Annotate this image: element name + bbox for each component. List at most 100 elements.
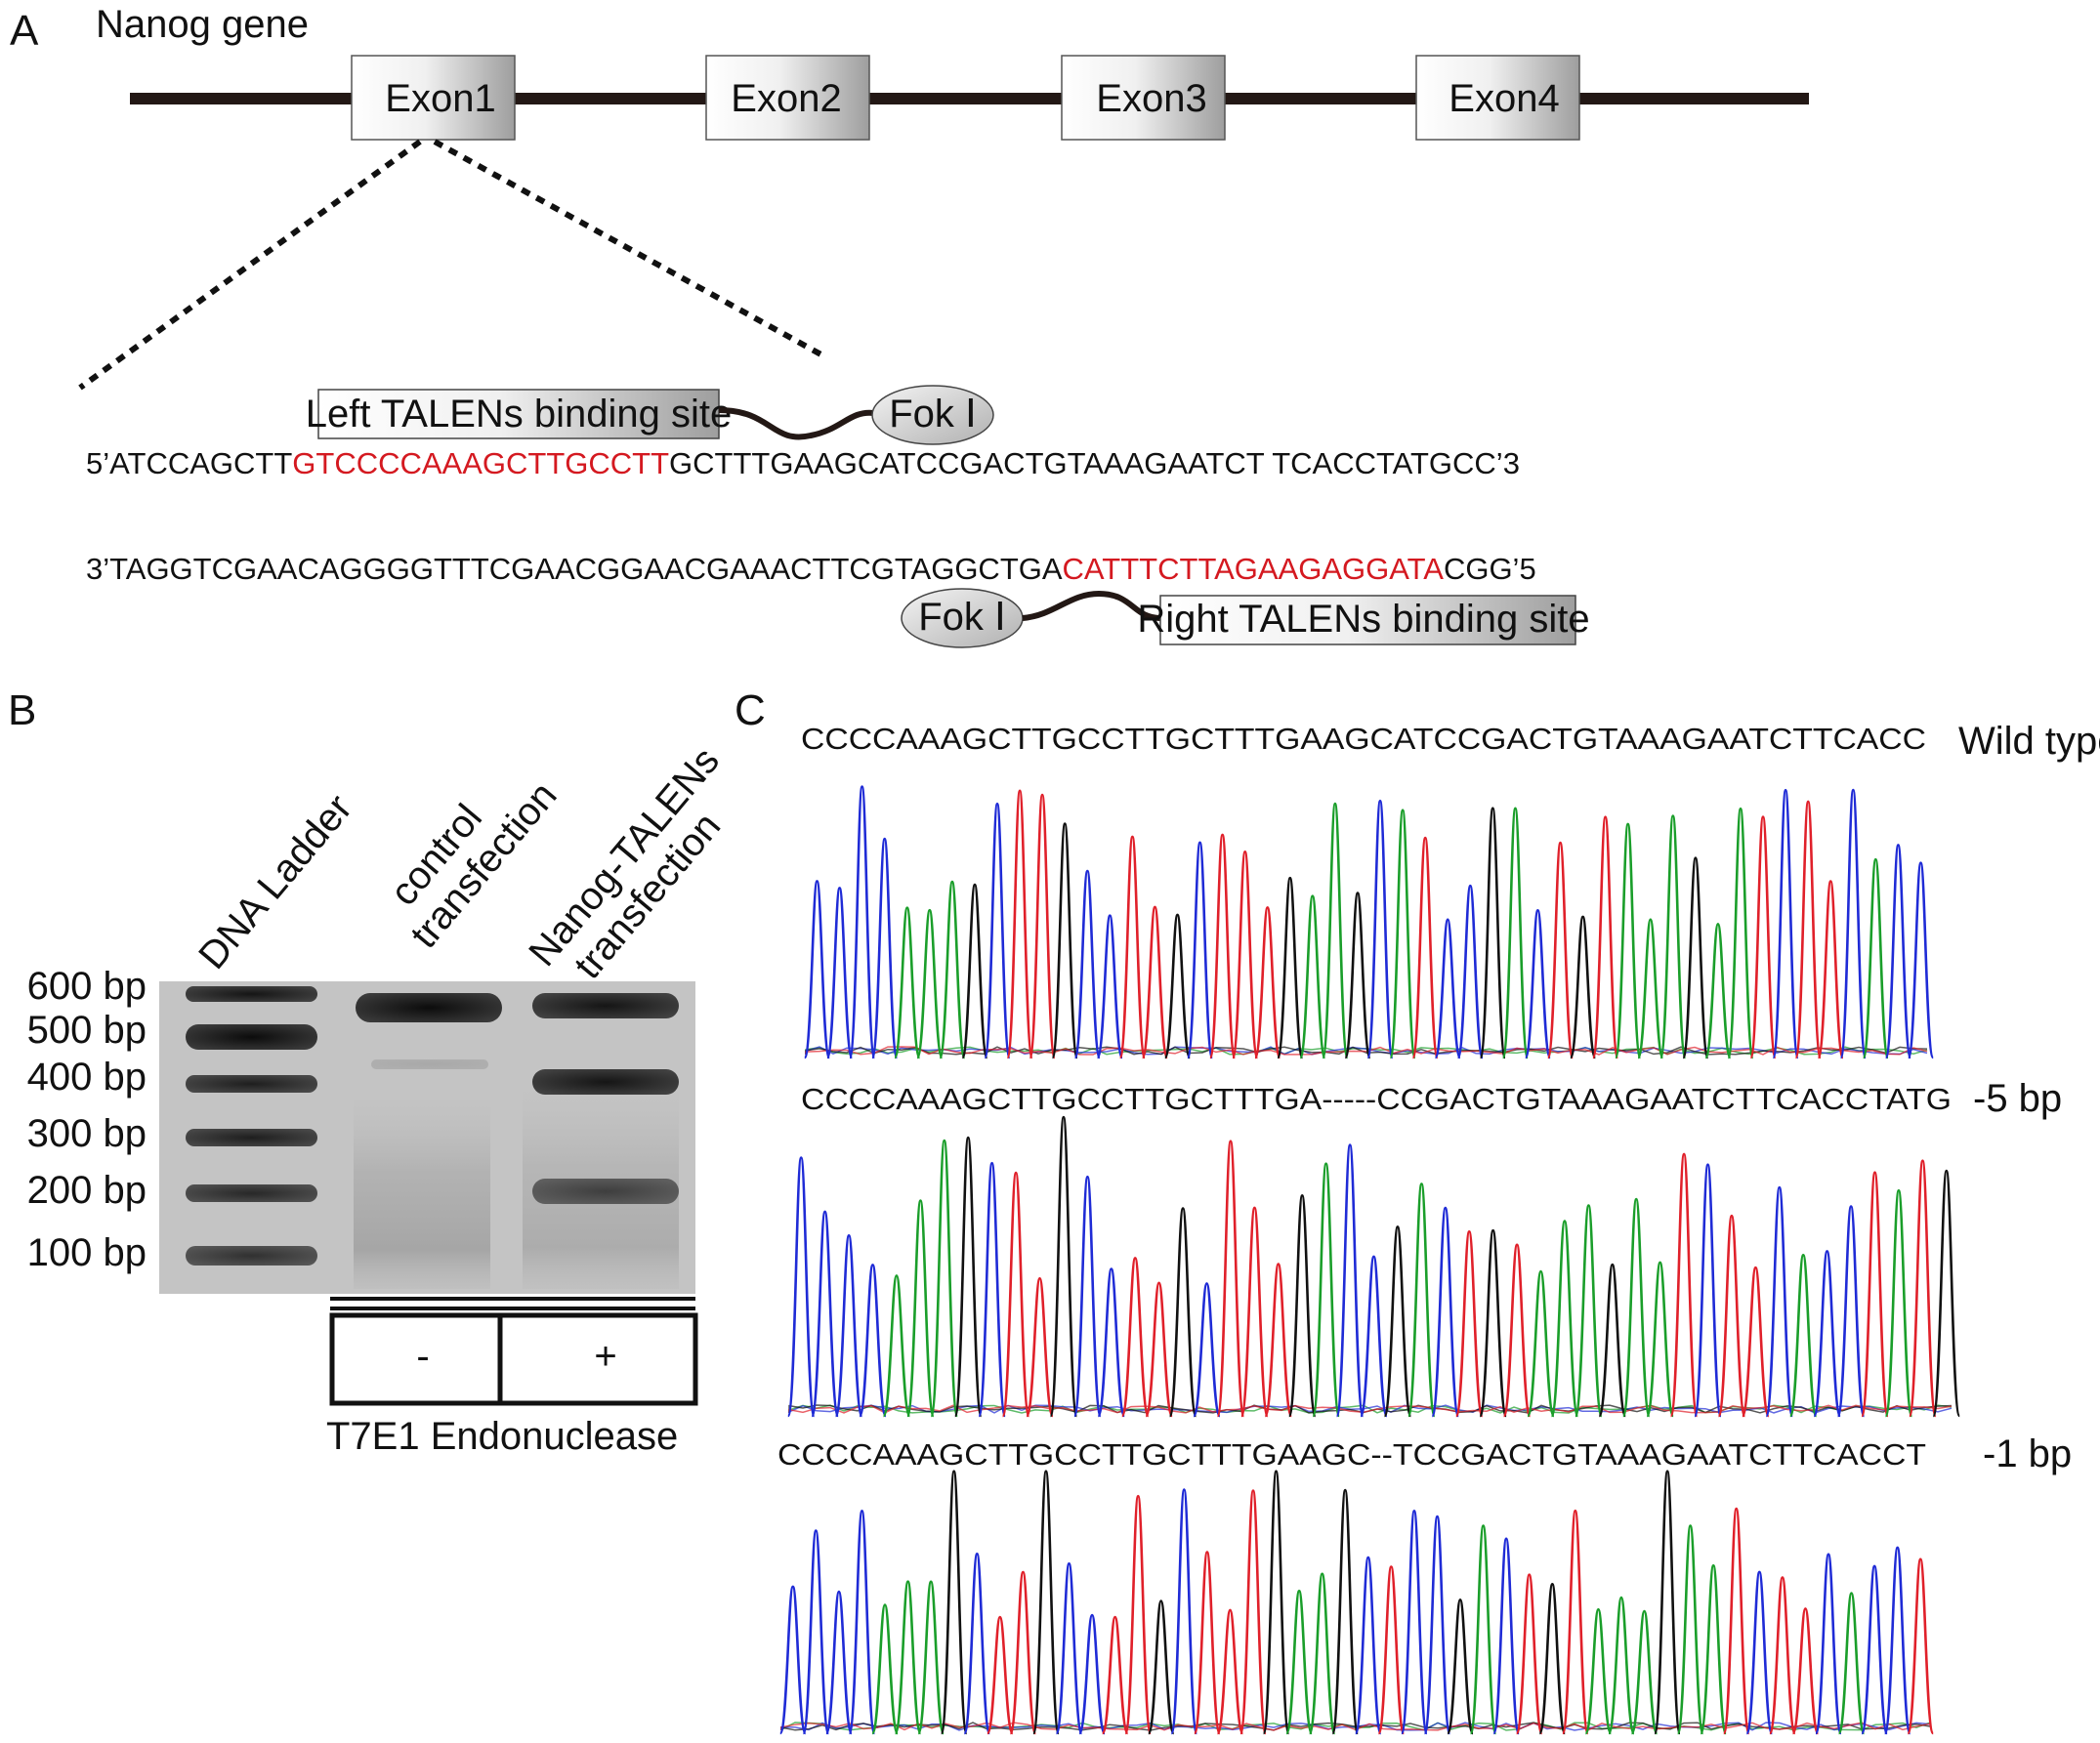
chromatogram-peak-T [1216, 1608, 1244, 1735]
chromatogram-peak-C [1170, 1488, 1198, 1735]
chromatogram-peak-T [1208, 833, 1237, 1059]
chromatogram-peak-A [1284, 1589, 1314, 1735]
right-talen-label: Right TALENs binding site [1137, 598, 1589, 641]
chromatogram-peak-C [803, 880, 831, 1059]
trace-1-chromatogram [803, 785, 1935, 1059]
chromatogram-peak-T [1029, 793, 1057, 1059]
fok-right-label: Fok Ⅰ [918, 596, 1006, 639]
lane-label-ladder: DNA Ladder [190, 787, 360, 977]
chromatogram-peak-C [1431, 1206, 1460, 1418]
chromatogram-peak-T [1749, 815, 1777, 1059]
chromatogram-peak-G [1478, 1228, 1508, 1418]
chromatogram-peak-C [1491, 1537, 1521, 1735]
chromatogram-peak-C [1772, 788, 1800, 1059]
chromatogram-peak-G [1538, 1582, 1567, 1735]
chromatogram-peak-G [1598, 1263, 1627, 1418]
chromatogram-peak-T [1561, 1509, 1590, 1735]
chromatogram-peak-A [1636, 918, 1664, 1059]
chromatogram-peak-C [1456, 884, 1485, 1059]
chromatogram-peak-A [1676, 1524, 1704, 1735]
panel-a: A Nanog gene Exon1 Exon2 Exon3 Exon4 Lef… [10, 3, 1809, 648]
exon-3-label: Exon3 [1096, 77, 1206, 120]
chromatogram-peak-T [1123, 1494, 1153, 1735]
chromatogram-peak-A [1574, 1204, 1604, 1418]
chromatogram-peak-C [870, 837, 899, 1059]
chromatogram-peak-T [1001, 1171, 1030, 1418]
ladder-500: 500 bp [27, 1009, 147, 1052]
chromatogram-peak-A [938, 880, 966, 1059]
chromatogram-peak-A [1659, 814, 1687, 1059]
chromatogram-peak-T [1794, 800, 1823, 1059]
trace-3-chromatogram [778, 1470, 1935, 1735]
ladder-100: 100 bp [27, 1231, 147, 1274]
chromatogram-peak-C [824, 1590, 854, 1735]
chromatogram-peak-C [1524, 908, 1552, 1059]
enzyme-label: T7E1 Endonuclease [326, 1415, 678, 1458]
chromatogram-baseline [805, 1046, 1928, 1056]
fok-left-label: Fok Ⅰ [889, 393, 977, 436]
panel-a-letter: A [10, 7, 39, 55]
chromatogram-peak-C [1097, 1267, 1126, 1418]
seq-top-suffix: GCTTTGAAGCATCCGACTGTAAAGAATCT TCACCTATGC… [669, 446, 1520, 480]
chromatogram-peak-C [1434, 918, 1462, 1059]
chromatogram-peak-T [1231, 850, 1259, 1059]
chromatogram-peak-C [810, 1210, 840, 1418]
chromatogram-peak-G [1344, 892, 1371, 1059]
chromatogram-peak-A [1308, 1572, 1336, 1735]
trace-1-label: Wild type [1958, 720, 2100, 763]
gel-band [186, 986, 317, 1002]
chromatogram-peak-G [961, 883, 988, 1059]
trace-3-label: -1 bp [1983, 1432, 2072, 1475]
chromatogram-peak-C [963, 1552, 991, 1735]
gel-band [371, 1059, 488, 1069]
chromatogram-peak-A [1550, 1220, 1579, 1418]
chromatogram-peak-G [953, 1136, 983, 1418]
chromatogram-peak-C [1812, 1250, 1842, 1418]
exon-4: Exon4 [1415, 55, 1580, 141]
chromatogram-peak-A [1630, 1609, 1659, 1735]
chromatogram-peak-C [984, 802, 1011, 1059]
chromatogram-peak-C [1192, 1282, 1222, 1418]
right-talen: Fok Ⅰ Right TALENs binding site [901, 588, 1590, 648]
chromatogram-peak-A [1607, 1596, 1636, 1735]
chromatogram-peak-A [1298, 894, 1326, 1059]
chromatogram-peak-T [1141, 905, 1169, 1059]
panel-c: C CCCCAAAGCTTGCCTTGCTTTGAAGCATCCGACTGTAA… [735, 686, 2100, 1735]
left-linker [718, 407, 875, 440]
gel-band [186, 1075, 317, 1093]
gel-band [186, 1024, 317, 1050]
chromatogram-peak-C [1366, 799, 1394, 1059]
chromatogram-peak-T [1239, 1206, 1270, 1418]
chromatogram-peak-T [1791, 1607, 1820, 1735]
seq-top-prefix: 5’ATCCAGCTT [86, 446, 292, 480]
exon-1-label: Exon1 [385, 77, 495, 120]
chromatogram-peak-C [834, 1233, 863, 1418]
chromatogram-peak-C [1693, 1163, 1723, 1418]
chromatogram-peak-T [1411, 836, 1440, 1059]
chromatogram-peak-C [1077, 1613, 1107, 1735]
chromatogram-peak-A [870, 1603, 900, 1735]
trace-3-sequence: CCCCAAAGCTTGCCTTGCTTTGAAGC--TCCGACTGTAAA… [777, 1437, 1926, 1472]
gene-label: Nanog gene [96, 3, 309, 46]
left-talen-label: Left TALENs binding site [306, 393, 733, 436]
chromatogram-peak-T [1006, 789, 1034, 1059]
chromatogram-peak-G [1932, 1169, 1961, 1418]
chromatogram-peak-T [1515, 1573, 1543, 1735]
seq-bottom-red: CATTTCTTAGAAGAGGATA [1063, 552, 1445, 586]
chromatogram-peak-C [848, 1509, 876, 1735]
chromatogram-peak-C [1354, 1556, 1382, 1735]
chromatogram-peak-T [1722, 1507, 1750, 1735]
right-linker [1022, 590, 1161, 621]
chromatogram-peak-A [1621, 1197, 1651, 1418]
seq-bottom-prefix: 3’TAGGTCGAACAGGGGTTTCGAACGGAACGAAACTTCGT… [86, 552, 1063, 586]
gel-band [532, 1069, 679, 1095]
exon-3: Exon3 [1061, 55, 1226, 141]
chromatogram-peak-A [1407, 1183, 1437, 1418]
trace-2-label: -5 bp [1973, 1077, 2062, 1120]
chromatogram-peak-G [1262, 1470, 1290, 1735]
chromatogram-baseline [788, 1404, 1953, 1414]
trace-2-chromatogram [786, 1115, 1961, 1418]
chromatogram-peak-G [1479, 807, 1507, 1059]
chromatogram-peak-C [1072, 1175, 1103, 1418]
table-cell-plus: + [594, 1335, 616, 1378]
